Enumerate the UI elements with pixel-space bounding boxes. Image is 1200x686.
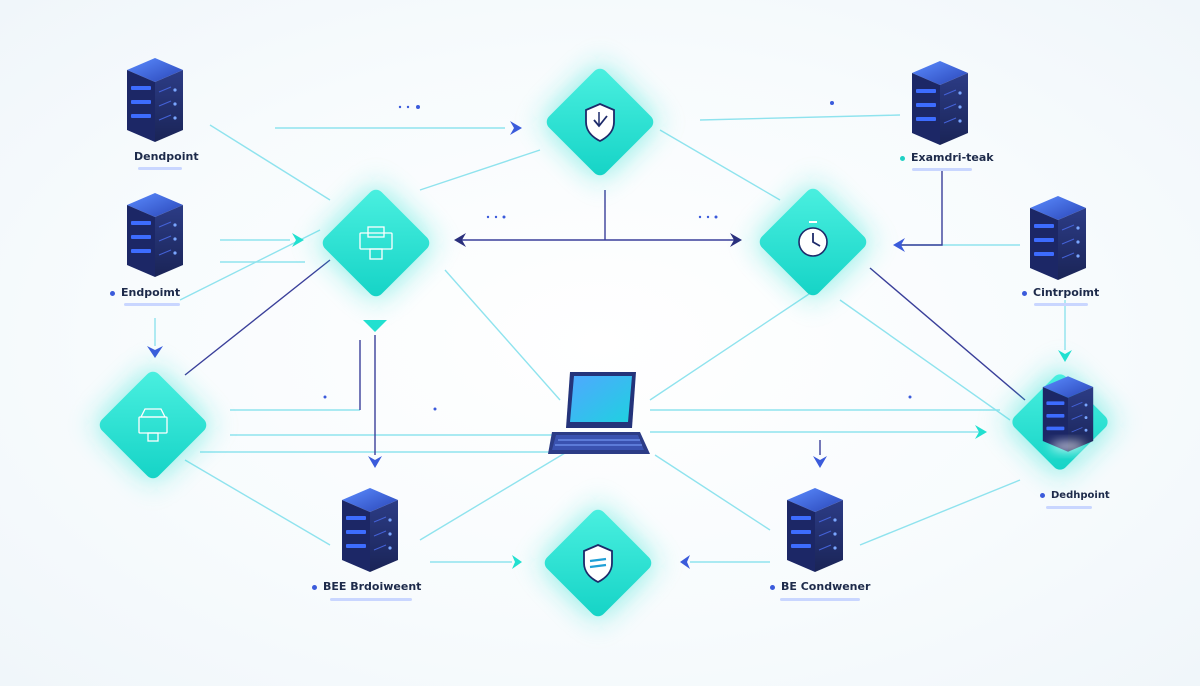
label-bottom-left: BEE Brdoiweent — [312, 580, 421, 593]
status-dot — [1022, 290, 1027, 296]
label-bottom-left-underline — [330, 598, 412, 601]
diamond-right[interactable] — [1003, 365, 1116, 478]
status-dot — [1040, 492, 1045, 498]
server-right-icon — [1042, 375, 1094, 453]
label-mid-right-underline — [1034, 303, 1088, 306]
connector-lines — [179, 114, 1021, 546]
primary-links — [184, 170, 1026, 455]
server-bottom-right[interactable] — [786, 487, 844, 573]
status-dot — [312, 584, 317, 590]
label-top-left-underline — [138, 167, 182, 170]
package-icon — [359, 226, 393, 260]
status-dot — [770, 584, 775, 590]
package-icon — [138, 408, 168, 442]
decorative-dots — [323, 101, 912, 411]
label-mid-left-underline — [124, 303, 180, 306]
label-right-bottom: Dedhpoint — [1040, 490, 1110, 501]
label-bottom-right: BE Condwener — [770, 580, 870, 593]
shield-check-icon — [585, 103, 615, 143]
server-bottom-left[interactable] — [341, 487, 399, 573]
label-top-right-underline — [912, 168, 972, 171]
label-top-right: Examdri-teak — [900, 151, 994, 164]
laptop-icon — [548, 372, 650, 454]
status-dot — [900, 155, 905, 161]
bottom-links — [154, 300, 1066, 563]
label-top-left: Dendpoint — [134, 150, 199, 163]
diamond-bottom-left[interactable] — [94, 366, 213, 485]
clock-icon — [798, 221, 828, 257]
label-bottom-right-underline — [780, 598, 860, 601]
arrowheads — [147, 121, 1072, 569]
server-mid-left[interactable] — [126, 192, 184, 278]
label-mid-left: Endpoimt — [110, 286, 180, 299]
server-top-right[interactable] — [911, 60, 969, 146]
server-top-left[interactable] — [126, 57, 184, 143]
label-mid-right: Cintrpoimt — [1022, 286, 1099, 299]
shield-icon — [583, 544, 613, 584]
laptop-hub[interactable] — [548, 372, 650, 454]
server-mid-right[interactable] — [1029, 195, 1087, 281]
diamond-left[interactable] — [317, 184, 436, 303]
label-right-bottom-underline — [1046, 506, 1092, 509]
status-dot — [110, 290, 115, 296]
diamond-bottom[interactable] — [539, 504, 658, 623]
diamond-top[interactable] — [541, 63, 660, 182]
diamond-clock[interactable] — [754, 183, 873, 302]
